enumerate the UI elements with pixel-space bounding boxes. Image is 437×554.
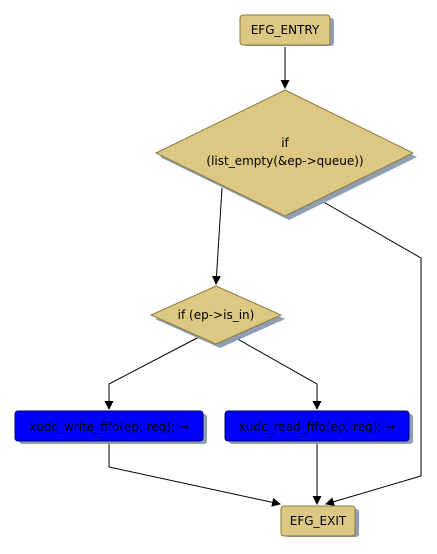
edge-cond-queue-to-cond-is-in xyxy=(212,187,223,285)
node-entry-box xyxy=(239,14,331,46)
node-cond-queue-diamond xyxy=(154,89,415,217)
node-exit: EFG_EXIT xyxy=(280,505,359,537)
node-exit-box xyxy=(280,505,356,537)
node-write-fifo: xudc_write_fifo(ep, req); → xyxy=(14,410,207,444)
edges xyxy=(104,47,422,507)
node-entry: EFG_ENTRY xyxy=(239,14,334,46)
node-entry-label: EFG_ENTRY xyxy=(251,23,320,37)
node-cond-queue-label-line2: (list_empty(&ep->queue)) xyxy=(206,154,363,168)
node-read-fifo: xudc_read_fifo(ep, req); → xyxy=(224,410,413,444)
node-read-fifo-box xyxy=(224,410,410,442)
node-exit-label: EFG_EXIT xyxy=(290,514,347,528)
edge-cond-queue-to-exit xyxy=(319,199,422,507)
node-cond-is-in-diamond xyxy=(149,285,283,345)
node-write-fifo-label: xudc_write_fifo(ep, req); → xyxy=(29,420,189,434)
node-cond-queue: if (list_empty(&ep->queue)) xyxy=(154,89,417,220)
node-read-fifo-label: xudc_read_fifo(ep, req); → xyxy=(239,420,396,434)
node-write-fifo-box xyxy=(14,410,204,442)
node-cond-queue-label-line1: if xyxy=(281,136,289,150)
edge-cond-is-in-to-write-fifo xyxy=(104,336,200,410)
node-cond-is-in-label: if (ep->is_in) xyxy=(178,308,255,322)
edge-cond-is-in-to-read-fifo xyxy=(233,336,322,410)
node-cond-is-in: if (ep->is_in) xyxy=(149,285,285,348)
edge-write-fifo-to-exit xyxy=(108,442,281,507)
